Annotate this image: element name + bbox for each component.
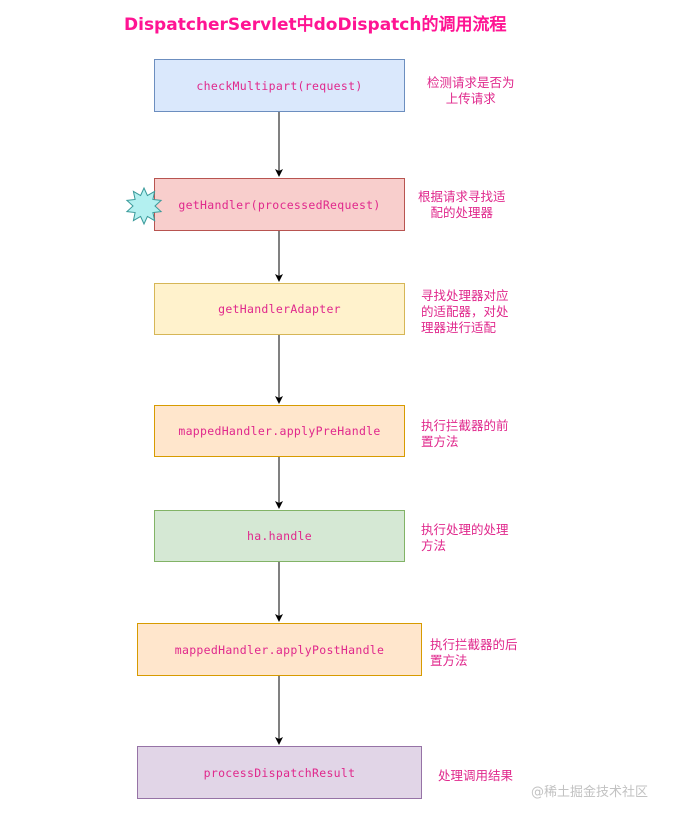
note-process-dispatch-result: 处理调用结果 [438, 768, 514, 783]
step-apply-post-handle: mappedHandler.applyPostHandle [137, 623, 422, 676]
note-get-handler: 根据请求寻找适配的处理器 [418, 189, 506, 220]
note-apply-post-handle: 执行拦截器的后置方法 [430, 637, 518, 668]
step-get-handler: getHandler(processedRequest) [154, 178, 405, 231]
note-get-handler-adapter: 寻找处理器对应的适配器，对处理器进行适配 [421, 288, 509, 335]
watermark: @稀土掘金技术社区 [531, 785, 649, 800]
step-check-multipart: checkMultipart(request) [154, 59, 405, 112]
step-ha-handle: ha.handle [154, 510, 405, 562]
step-apply-pre-handle: mappedHandler.applyPreHandle [154, 405, 405, 457]
step-process-dispatch-result: processDispatchResult [137, 746, 422, 799]
step-get-handler-adapter: getHandlerAdapter [154, 283, 405, 335]
star-marker-icon [125, 186, 163, 226]
note-check-multipart: 检测请求是否为上传请求 [427, 75, 515, 106]
diagram-title: DispatcherServlet中doDispatch的调用流程 [124, 15, 507, 35]
note-apply-pre-handle: 执行拦截器的前置方法 [421, 418, 509, 449]
note-ha-handle: 执行处理的处理方法 [421, 522, 509, 553]
